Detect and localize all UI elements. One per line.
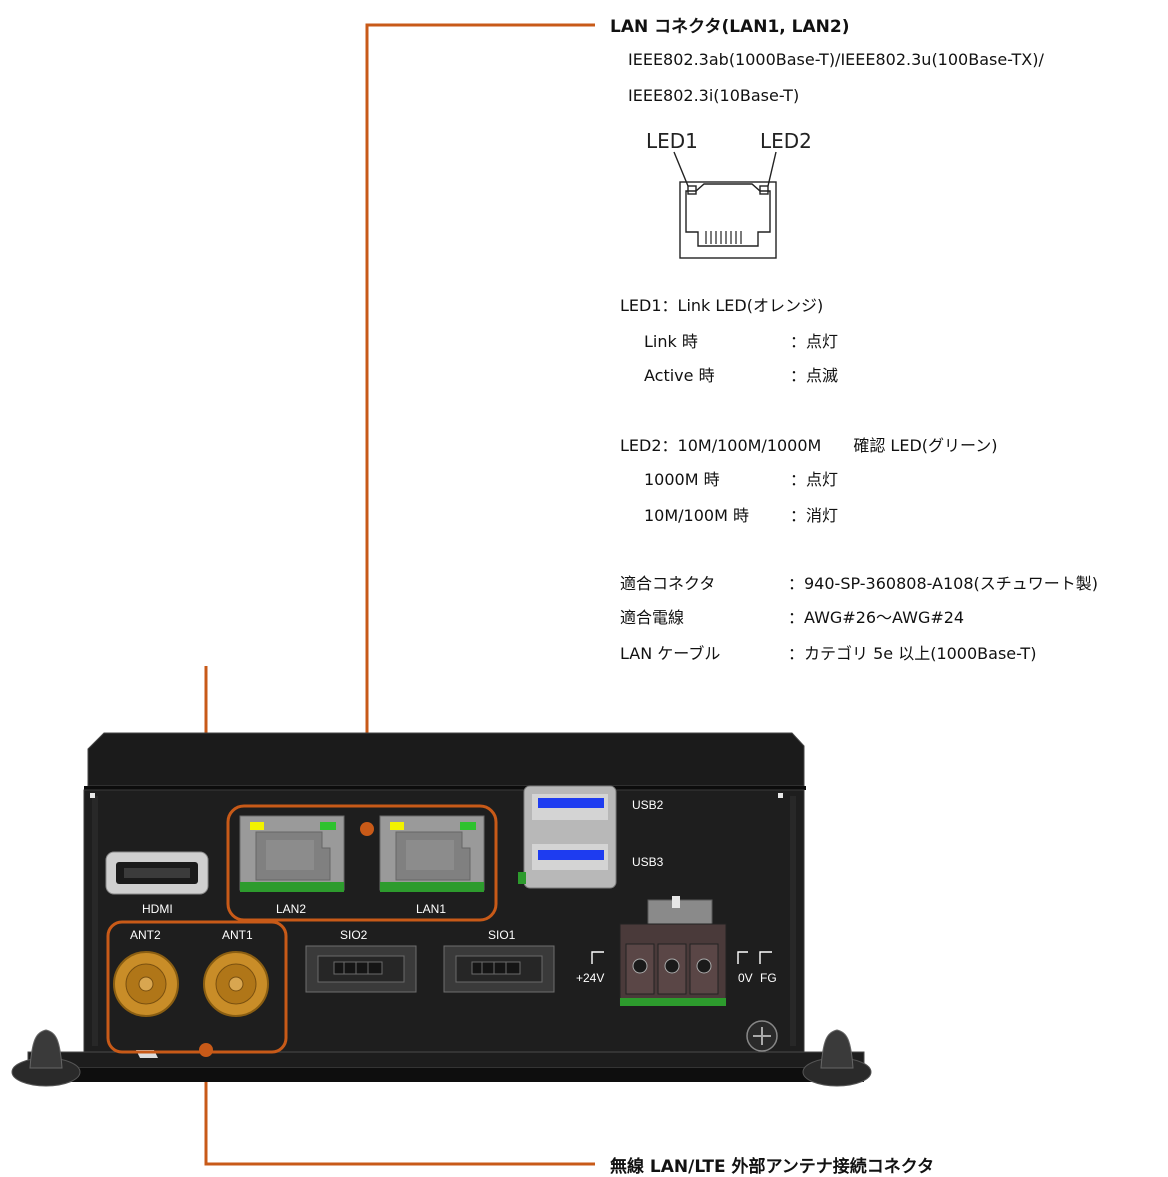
lan-callout-dot (360, 822, 374, 836)
led2-row-10m100m-value: ：消灯 (790, 506, 839, 525)
spec-cable-key: LAN ケーブル (620, 644, 721, 663)
spec-wire-key: 適合電線 (620, 608, 685, 627)
led2-diagram-label: LED2 (760, 129, 812, 153)
led2-leader (767, 151, 777, 187)
fg-label: FG (760, 971, 777, 985)
lan2-port (239, 815, 345, 892)
led1-leader (673, 151, 689, 187)
led1-indicator (687, 185, 697, 195)
lan-callout-line (365, 23, 595, 829)
led2-row-10m100m-key: 10M/100M 時 (644, 506, 749, 525)
led2-row-1000m-key: 1000M 時 (644, 470, 720, 489)
hdmi-label: HDMI (142, 902, 173, 916)
lan-connector-title: LAN コネクタ(LAN1, LAN2) (610, 17, 850, 37)
led1-row-active-key: Active 時 (644, 366, 715, 385)
led1-row-active-value: ：点滅 (790, 366, 839, 385)
lan2-label: LAN2 (276, 902, 306, 916)
spec-cable: LAN ケーブル ：カテゴリ 5e 以上(1000Base-T) (620, 640, 1160, 663)
led1-row-active: Active 時 ：点滅 (644, 362, 944, 385)
antenna-highlight-box (106, 920, 288, 1054)
lan-jack-diagram (673, 151, 777, 259)
led1-diagram-label: LED1 (646, 129, 698, 153)
ant2-connector (113, 951, 179, 1017)
lan1-label: LAN1 (416, 902, 446, 916)
ant2-label: ANT2 (130, 928, 161, 942)
led2-row-1000m-value: ：点灯 (790, 470, 839, 489)
lan1-port (379, 815, 485, 892)
usb3-label: USB3 (632, 855, 664, 869)
lan-standard-line-1: IEEE802.3ab(1000Base-T)/IEEE802.3u(100Ba… (628, 50, 1044, 69)
led1-heading: LED1：Link LED(オレンジ) (620, 296, 824, 315)
ant1-label: ANT1 (222, 928, 253, 942)
led1-row-link: Link 時 ：点灯 (644, 328, 944, 351)
sio1-label: SIO1 (488, 928, 516, 942)
lan-standard-line-2: IEEE802.3i(10Base-T) (628, 86, 800, 105)
antenna-callout-dot-bottom (199, 1043, 213, 1057)
sio2-port (305, 945, 417, 993)
lan-highlight-box (226, 804, 498, 922)
led2-row-1000m: 1000M 時 ：点灯 (644, 466, 944, 489)
spec-cable-value: ：カテゴリ 5e 以上(1000Base-T) (788, 644, 1037, 663)
foot-right (802, 1029, 872, 1087)
antenna-connector-title: 無線 LAN/LTE 外部アンテナ接続コネクタ (610, 1157, 935, 1177)
ov-label: 0V (738, 971, 753, 985)
sio1-port (443, 945, 555, 993)
ground-screw (746, 1020, 778, 1052)
usb-stack (518, 785, 617, 889)
sio2-label: SIO2 (340, 928, 368, 942)
spec-connector-key: 適合コネクタ (620, 574, 716, 593)
led2-indicator (759, 185, 769, 195)
foot-left (11, 1029, 81, 1087)
led2-row-10m100m: 10M/100M 時 ：消灯 (644, 502, 944, 525)
spec-wire: 適合電線 ：AWG#26～AWG#24 (620, 604, 1160, 627)
power-terminal (591, 896, 772, 1006)
hdmi-port (105, 851, 209, 895)
spec-wire-value: ：AWG#26～AWG#24 (788, 608, 965, 627)
plus24v-label: +24V (576, 971, 604, 985)
led1-row-link-value: ：点灯 (790, 332, 839, 351)
ant1-connector (203, 951, 269, 1017)
led1-row-link-key: Link 時 (644, 332, 698, 351)
spec-connector-value: ：940-SP-360808-A108(スチュワート製) (788, 574, 1099, 593)
spec-connector: 適合コネクタ ：940-SP-360808-A108(スチュワート製) (620, 570, 1160, 593)
usb2-label: USB2 (632, 798, 664, 812)
led2-heading: LED2：10M/100M/1000M 確認 LED(グリーン) (620, 436, 998, 455)
